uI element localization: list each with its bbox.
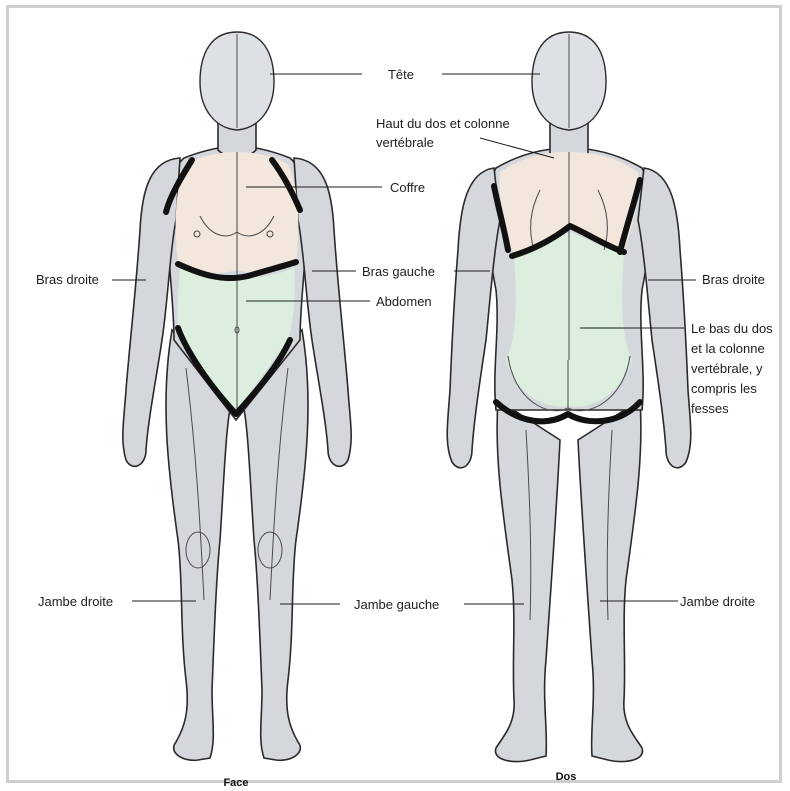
label-bras-gauche-front: Bras gauche — [362, 264, 435, 279]
label-coffre: Coffre — [390, 180, 425, 195]
label-jambe-droite-back: Jambe droite — [680, 594, 755, 609]
caption-back: Dos — [556, 771, 577, 783]
label-bas-dos-2: et la colonne — [691, 341, 765, 356]
back-right-arm — [638, 168, 691, 468]
leader-haut-dos — [480, 138, 554, 158]
label-jambe-droite-front: Jambe droite — [38, 594, 113, 609]
label-bras-droite-front: Bras droite — [36, 272, 99, 287]
label-jambe-gauche: Jambe gauche — [354, 597, 439, 612]
label-bras-droite-back: Bras droite — [702, 272, 765, 287]
front-figure — [123, 32, 351, 760]
back-left-arm — [447, 168, 500, 468]
label-haut-dos-2: vertébrale — [376, 135, 434, 150]
label-haut-dos-1: Haut du dos et colonne — [376, 116, 510, 131]
label-bas-dos-5: fesses — [691, 401, 729, 416]
label-bas-dos-4: compris les — [691, 381, 757, 396]
label-bas-dos-3: vertébrale, y — [691, 361, 763, 376]
back-figure — [447, 32, 691, 762]
label-tete: Tête — [388, 67, 414, 82]
label-abdomen: Abdomen — [376, 294, 432, 309]
label-bas-dos-1: Le bas du dos — [691, 321, 773, 336]
caption-front: Face — [223, 777, 248, 789]
